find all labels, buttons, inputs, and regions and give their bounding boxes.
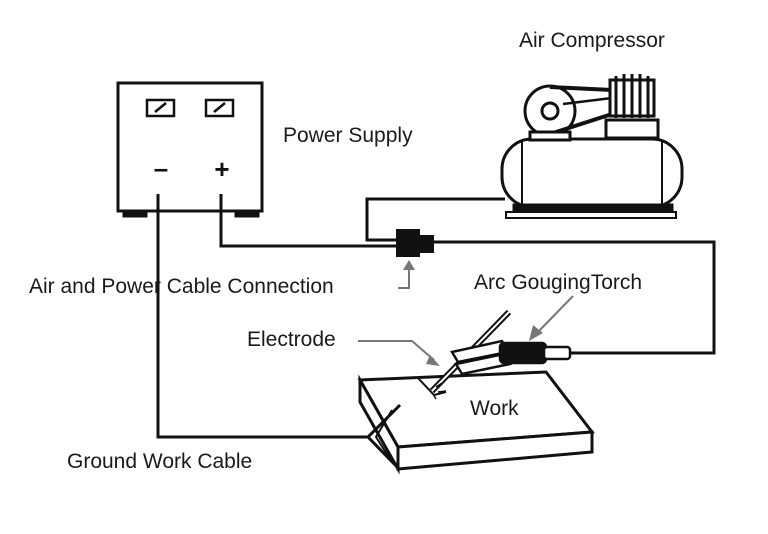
ground-clamp-icon xyxy=(365,403,402,472)
workpiece xyxy=(357,370,595,475)
power-supply-label: Power Supply xyxy=(283,124,413,147)
compressor-tank xyxy=(500,137,684,209)
meter-right-icon xyxy=(204,98,235,118)
connection-label: Air and Power Cable Connection xyxy=(29,275,334,298)
power-cable xyxy=(219,194,398,248)
power-supply-box xyxy=(116,81,264,213)
torch-label: Arc GougingTorch xyxy=(474,271,643,294)
ground-cable xyxy=(156,194,367,439)
air-hose xyxy=(365,197,505,242)
spark-marks xyxy=(432,382,447,400)
work-label: Work xyxy=(470,397,519,420)
compressor-head-icon xyxy=(604,74,660,140)
pointers xyxy=(358,260,574,366)
cables xyxy=(156,194,716,439)
combined-cable xyxy=(432,240,716,355)
connection-pointer xyxy=(398,268,410,289)
torch-pointer xyxy=(536,295,574,334)
gouging-torch-icon xyxy=(429,309,572,400)
air-compressor xyxy=(500,74,684,219)
power-supply xyxy=(116,81,264,218)
positive-terminal-label: + xyxy=(214,154,229,184)
meter-left-icon xyxy=(145,98,176,118)
electrode-label: Electrode xyxy=(247,328,336,351)
cable-connector xyxy=(396,229,434,257)
electrode-pointer xyxy=(358,340,435,361)
ground-cable-label: Ground Work Cable xyxy=(67,450,253,473)
air-compressor-label: Air Compressor xyxy=(519,29,665,52)
negative-terminal-label: – xyxy=(154,153,168,183)
